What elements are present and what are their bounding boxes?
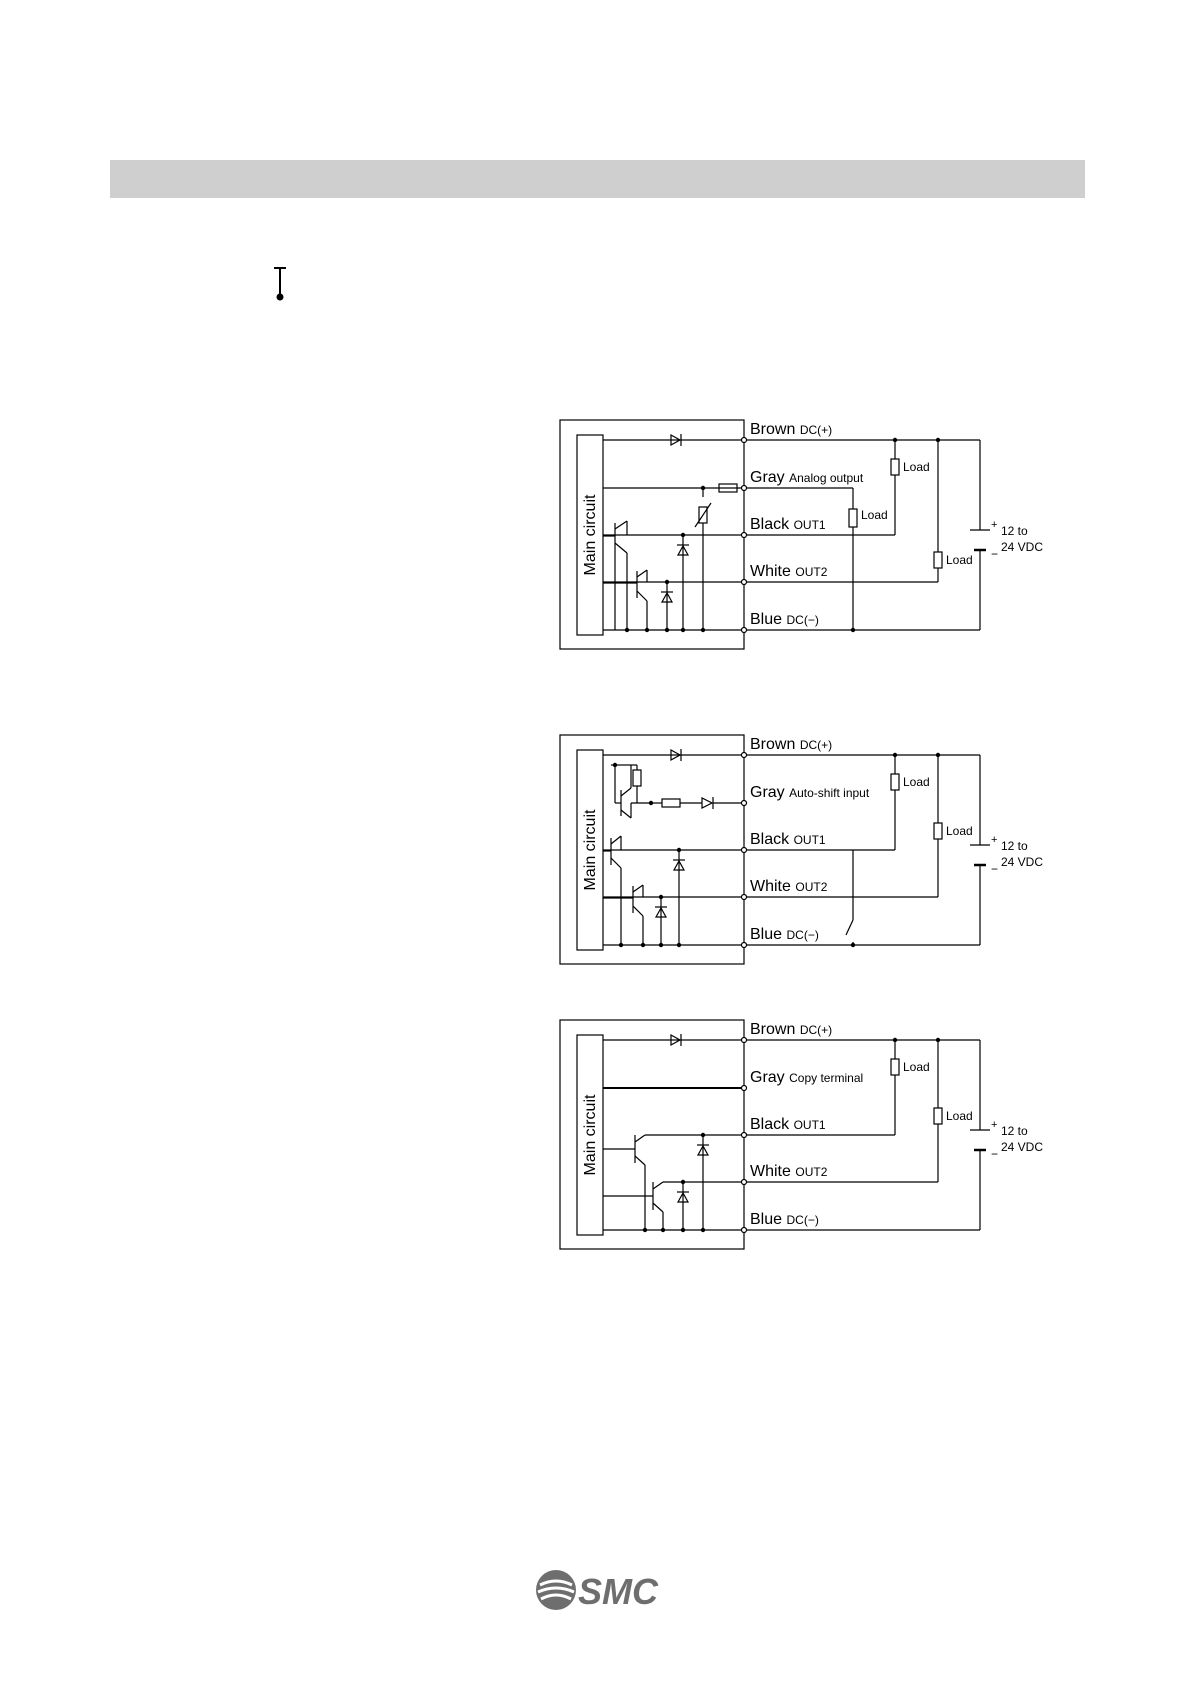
wire-signal: OUT2 xyxy=(795,565,827,579)
load-label: Load xyxy=(903,460,930,474)
wire-signal: Auto-shift input xyxy=(789,786,870,800)
svg-text:Gray Auto-shift input: Gray Auto-shift input xyxy=(750,784,870,801)
supply-minus: − xyxy=(991,547,998,561)
supply-plus: + xyxy=(991,519,997,531)
wire-color: Black xyxy=(750,831,790,848)
supply-minus: − xyxy=(991,862,998,876)
svg-text:Blue DC(−): Blue DC(−) xyxy=(750,1211,819,1228)
load-label: Load xyxy=(946,553,973,567)
load-label: Load xyxy=(946,824,973,838)
svg-text:White OUT2: White OUT2 xyxy=(750,878,828,895)
wire-color: White xyxy=(750,563,791,580)
wire-color: Black xyxy=(750,1116,790,1133)
wiring-diagram-auto-shift-input: Main circuit Brown DC(+) Gray Auto-shift… xyxy=(559,734,1043,965)
wiring-diagram-analog-output: Main circuit Brown DC(+) Gray Analog out… xyxy=(559,419,1043,650)
svg-text:Black OUT1: Black OUT1 xyxy=(750,516,826,533)
wire-signal: DC(+) xyxy=(800,1023,832,1037)
wire-signal: OUT2 xyxy=(795,1165,827,1179)
load-label: Load xyxy=(861,508,888,522)
wire-color: White xyxy=(750,1163,791,1180)
svg-text:Gray Analog output: Gray Analog output xyxy=(750,469,864,486)
supply-voltage: 24 VDC xyxy=(1001,540,1043,554)
section-header-bar xyxy=(110,160,1085,198)
wire-color: Gray xyxy=(750,1069,785,1086)
svg-text:Black OUT1: Black OUT1 xyxy=(750,831,826,848)
wire-signal: Analog output xyxy=(789,471,864,485)
wire-color: Gray xyxy=(750,784,785,801)
wire-color: White xyxy=(750,878,791,895)
wire-color: Blue xyxy=(750,926,782,943)
wire-signal: DC(−) xyxy=(786,928,818,942)
logo-text: SMC xyxy=(578,1571,659,1612)
supply-voltage: 12 to xyxy=(1001,1124,1028,1138)
load-label: Load xyxy=(903,1060,930,1074)
wire-color: Brown xyxy=(750,421,795,438)
svg-text:White OUT2: White OUT2 xyxy=(750,563,828,580)
supply-minus: − xyxy=(991,1147,998,1161)
wire-color: Brown xyxy=(750,1021,795,1038)
svg-text:Black OUT1: Black OUT1 xyxy=(750,1116,826,1133)
smc-logo: SMC xyxy=(536,1570,659,1612)
supply-plus: + xyxy=(991,834,997,846)
wire-color: Black xyxy=(750,516,790,533)
wire-signal: Copy terminal xyxy=(789,1071,863,1085)
main-circuit-label: Main circuit xyxy=(582,1094,599,1175)
svg-text:Blue DC(−): Blue DC(−) xyxy=(750,926,819,943)
load-label: Load xyxy=(946,1109,973,1123)
wire-color: Blue xyxy=(750,1211,782,1228)
supply-voltage: 24 VDC xyxy=(1001,855,1043,869)
wire-signal: DC(−) xyxy=(786,613,818,627)
svg-text:Brown DC(+): Brown DC(+) xyxy=(750,1021,832,1038)
wire-color: Brown xyxy=(750,736,795,753)
svg-text:Brown DC(+): Brown DC(+) xyxy=(750,421,832,438)
wire-signal: DC(−) xyxy=(786,1213,818,1227)
wire-signal: OUT1 xyxy=(794,833,826,847)
smc-logo-mark-icon xyxy=(536,1570,576,1610)
wire-signal: OUT2 xyxy=(795,880,827,894)
svg-text:Gray Copy terminal: Gray Copy terminal xyxy=(750,1069,863,1086)
main-circuit-label: Main circuit xyxy=(582,809,599,890)
svg-text:Blue DC(−): Blue DC(−) xyxy=(750,611,819,628)
wire-signal: OUT1 xyxy=(794,518,826,532)
load-label: Load xyxy=(903,775,930,789)
main-circuit-label: Main circuit xyxy=(582,494,599,575)
wire-color: Gray xyxy=(750,469,785,486)
wiring-diagram-copy-terminal: Main circuit Brown DC(+) Gray Copy termi… xyxy=(559,1019,1043,1250)
wire-signal: OUT1 xyxy=(794,1118,826,1132)
supply-plus: + xyxy=(991,1119,997,1131)
supply-voltage: 24 VDC xyxy=(1001,1140,1043,1154)
wire-signal: DC(+) xyxy=(800,423,832,437)
svg-text:Brown DC(+): Brown DC(+) xyxy=(750,736,832,753)
supply-voltage: 12 to xyxy=(1001,524,1028,538)
terminal-symbol-icon xyxy=(274,267,286,301)
wire-signal: DC(+) xyxy=(800,738,832,752)
wire-color: Blue xyxy=(750,611,782,628)
svg-text:White OUT2: White OUT2 xyxy=(750,1163,828,1180)
supply-voltage: 12 to xyxy=(1001,839,1028,853)
